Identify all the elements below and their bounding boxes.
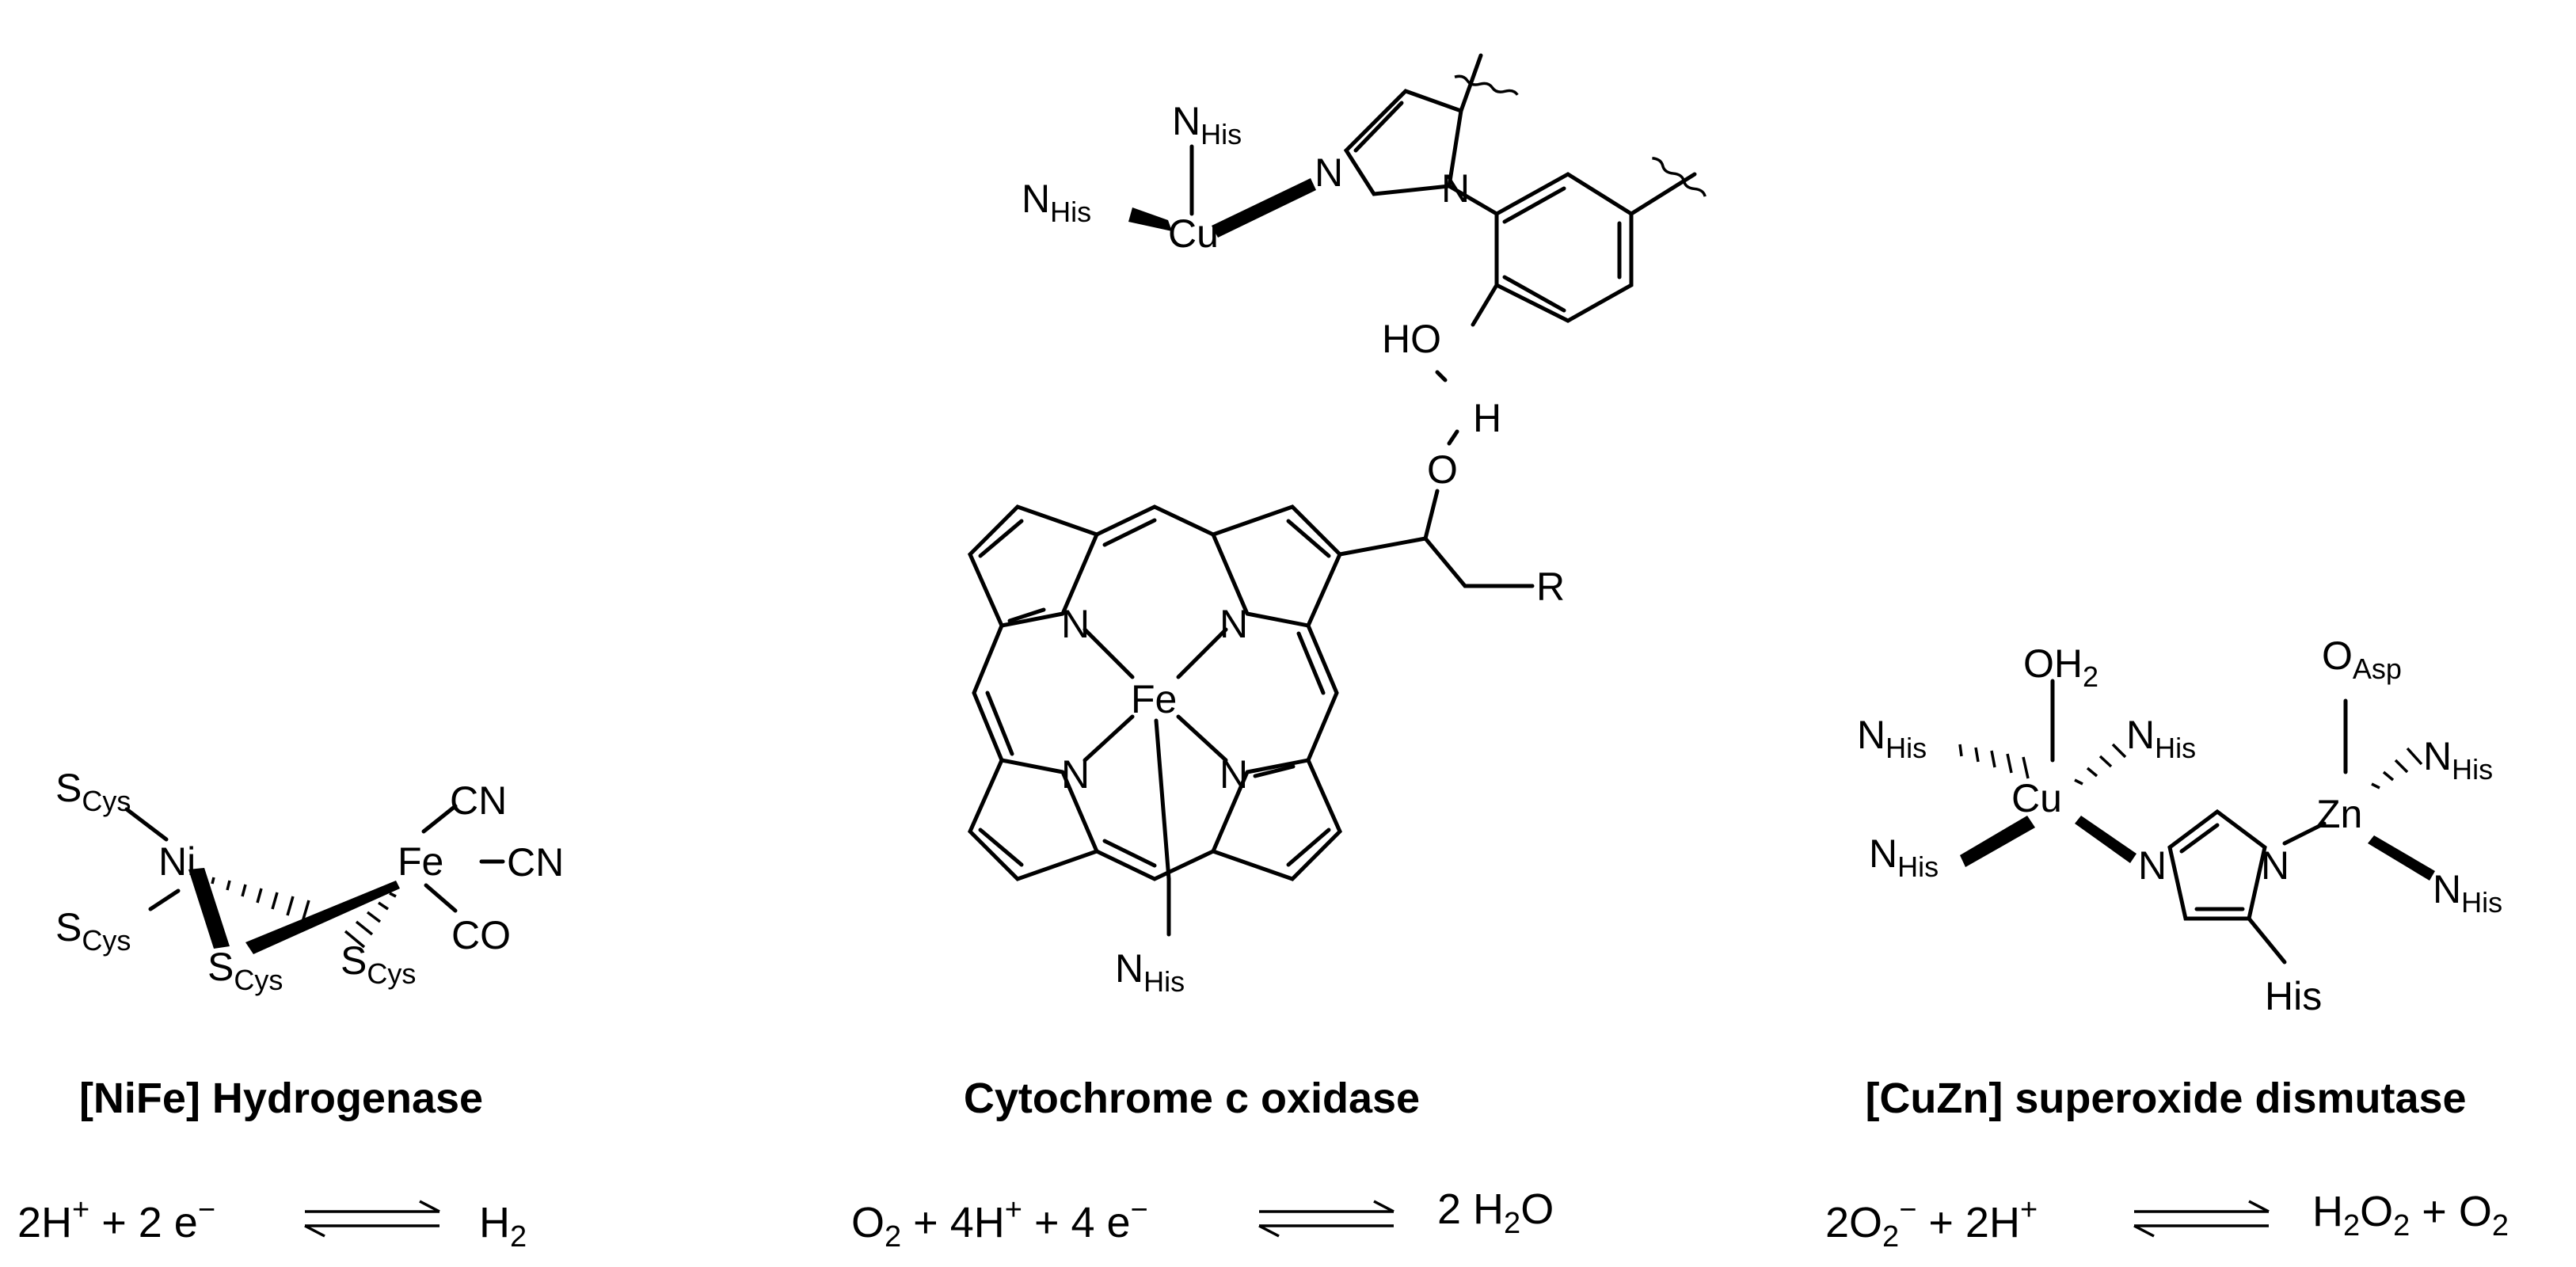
imidazole-n-label-2: N [2261, 843, 2289, 888]
cu-n-imidazole-wedge [2075, 816, 2137, 863]
ni-s-wedge [188, 868, 230, 949]
his-label: His [2265, 974, 2322, 1018]
porphyrin-n-label-1: N [1061, 602, 1090, 646]
cytochrome-c-oxidase-structure: NHis NHis Cu N N HO H O R N N Fe N N NHi… [968, 53, 1707, 998]
panel-title-oxidase: Cytochrome c oxidase [964, 1075, 1420, 1122]
equation-lhs-sod: 2O2− + 2H+ [1825, 1193, 2038, 1254]
n-his-label-cu-bottom: NHis [1869, 831, 1939, 883]
equation-rhs-sod: H2O2 + O2 [2312, 1188, 2509, 1242]
n-his-label-cu-right: NHis [2126, 713, 2196, 764]
porphyrin-ring [968, 504, 1342, 881]
phenol-ring [1471, 172, 1697, 327]
fe-label-hydrogenase: Fe [398, 839, 443, 884]
ni-label: Ni [158, 839, 196, 884]
cn-label-2: CN [507, 840, 564, 885]
n-zn-bond [2282, 821, 2327, 846]
c-o-bond [1423, 489, 1440, 541]
fe-n-bond-1 [1083, 627, 1135, 679]
equation-sod: 2O2− + 2H+ H2O2 + O2 [1825, 1188, 2509, 1254]
fe-label-cco: Fe [1131, 677, 1177, 721]
n-his-label-zn-lower: NHis [2433, 867, 2502, 919]
side-chain [1337, 536, 1535, 588]
fe-co-bond [424, 883, 458, 913]
n-his-label-cu-left: NHis [1857, 713, 1927, 764]
s-cys-label-4: SCys [341, 938, 416, 990]
o-asp-label: OAsp [2322, 634, 2402, 685]
fe-s-wedge [245, 881, 400, 954]
cu-n-imidazole-wedge [1212, 178, 1316, 238]
imidazole-ring-top [1343, 53, 1499, 216]
n-his-label-left: NHis [1022, 177, 1091, 228]
zn-n-his-wedge [2368, 835, 2435, 881]
equilibrium-arrow-oxidase [1258, 1200, 1395, 1238]
panel-title-hydrogenase: [NiFe] Hydrogenase [79, 1075, 483, 1122]
fe-cn-bond-1 [421, 804, 458, 834]
porphyrin-n-label-2: N [1220, 602, 1248, 646]
fe-n-bond-4 [1176, 714, 1228, 763]
wavy-bond-right [1652, 156, 1707, 197]
porphyrin-n-label-4: N [1220, 752, 1248, 797]
n-his-label-top: NHis [1172, 99, 1242, 150]
equation-lhs-oxidase: O2 + 4H+ + 4 e− [851, 1193, 1148, 1254]
zn-label: Zn [2316, 792, 2362, 836]
fe-n-bond-3 [1083, 714, 1135, 763]
cu-n-his-wedge [1128, 207, 1172, 231]
equilibrium-arrow-hydrogenase [304, 1200, 440, 1238]
cu-label-sod: Cu [2011, 776, 2062, 820]
n-his-label-axial: NHis [1115, 946, 1185, 998]
o-label: O [1427, 447, 1458, 492]
cuzn-sod-structure: OH2 OAsp NHis NHis Cu NHis N N Zn NHis N… [1857, 634, 2502, 1018]
fe-n-bond-2 [1176, 627, 1228, 679]
fe-s-hashed-bond [344, 892, 397, 949]
porphyrin-n-label-3: N [1061, 752, 1090, 797]
cu-label-cco: Cu [1168, 211, 1219, 256]
panel-title-sod: [CuZn] superoxide dismutase [1865, 1075, 2466, 1122]
co-label: CO [451, 913, 511, 957]
cn-label-1: CN [450, 778, 507, 823]
equation-hydrogenase: 2H+ + 2 e− H2 [17, 1193, 527, 1254]
zn-n-his-hashed [2371, 747, 2423, 789]
equation-rhs-oxidase: 2 H2O [1437, 1185, 1554, 1240]
n-his-label-zn-upper: NHis [2423, 734, 2493, 786]
wavy-bond-top [1454, 74, 1519, 96]
cu-n-his-wedge [1960, 816, 2035, 867]
imidazole-ring-bridge [2167, 809, 2287, 965]
s-cys-label-2: SCys [55, 905, 131, 957]
equation-rhs-hydrogenase: H2 [479, 1199, 527, 1254]
nife-hydrogenase-structure: SCys Ni SCys SCys SCys Fe CN CN CO [55, 766, 564, 996]
hydrogen-bond [1435, 370, 1459, 446]
imidazole-n-label-1: N [2138, 843, 2167, 888]
oh2-label: OH2 [2023, 641, 2098, 693]
ni-s-bond [148, 888, 181, 911]
n-imidazole-label-2: N [1441, 166, 1470, 211]
s-cys-label-3: SCys [207, 945, 283, 996]
r-label: R [1536, 565, 1565, 609]
s-cys-label-1: SCys [55, 766, 131, 817]
s-ni-bond [124, 807, 169, 842]
equilibrium-arrow-sod [2133, 1200, 2270, 1238]
cu-n-his-hashed-right [2074, 743, 2127, 786]
ni-fe-hashed-bond [211, 877, 310, 923]
equation-lhs-hydrogenase: 2H+ + 2 e− [17, 1193, 215, 1246]
equation-oxidase: O2 + 4H+ + 4 e− 2 H2O [851, 1185, 1554, 1254]
h-label: H [1473, 396, 1501, 440]
fe-axial-bond [1154, 718, 1171, 881]
n-imidazole-label-1: N [1315, 150, 1343, 195]
cu-n-his-hashed-left [1958, 744, 2030, 779]
ho-label: HO [1382, 317, 1441, 361]
